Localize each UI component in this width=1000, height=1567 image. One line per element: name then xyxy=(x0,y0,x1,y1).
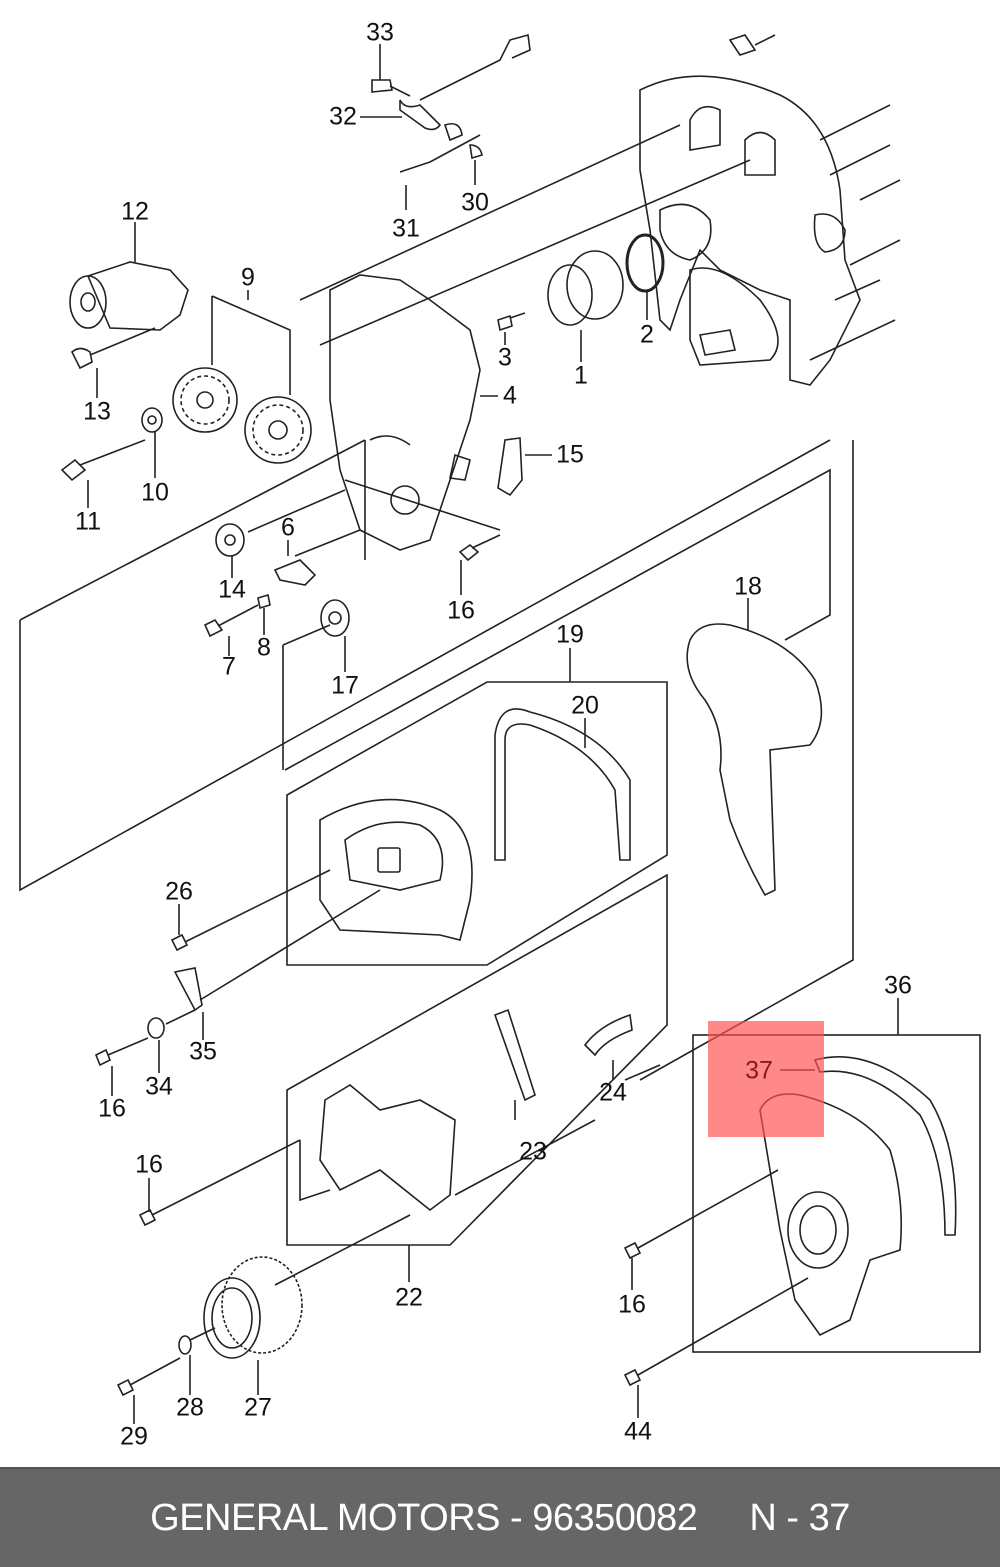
callout-29: 29 xyxy=(120,1422,148,1451)
water-pump-drawing xyxy=(497,233,665,362)
callout-33: 33 xyxy=(366,18,394,47)
callout-44: 44 xyxy=(624,1417,652,1446)
callout-23: 23 xyxy=(519,1137,547,1166)
footer-ref-prefix: N xyxy=(749,1496,777,1539)
callout-31: 31 xyxy=(392,214,420,243)
callout-8: 8 xyxy=(257,633,271,662)
idler-parts-drawing xyxy=(203,489,361,770)
timing-belt-drawing xyxy=(686,598,823,897)
callout-26: 26 xyxy=(165,877,193,906)
upper-cover-assembly-drawing xyxy=(286,648,668,966)
callout-34: 34 xyxy=(145,1072,173,1101)
callout-17: 17 xyxy=(331,671,359,700)
callout-16: 16 xyxy=(98,1094,126,1123)
sprockets-drawing xyxy=(60,290,312,508)
callout-24: 24 xyxy=(599,1078,627,1107)
callout-3: 3 xyxy=(498,343,512,372)
footer-ref-number: 37 xyxy=(808,1496,851,1539)
callout-6: 6 xyxy=(281,513,295,542)
assembly-frame-lines xyxy=(19,439,854,1081)
callout-18: 18 xyxy=(734,572,762,601)
cover-fasteners-drawing xyxy=(94,869,381,1096)
crank-sensor-drawing xyxy=(360,33,531,210)
callout-36: 36 xyxy=(884,971,912,1000)
callout-19: 19 xyxy=(556,620,584,649)
footer-bar: GENERAL MOTORS - 96350082 N - 37 xyxy=(0,1467,1000,1567)
footer-ref-separator: - xyxy=(786,1496,799,1539)
callout-4: 4 xyxy=(503,381,517,410)
callout-37: 37 xyxy=(745,1056,773,1085)
callout-2: 2 xyxy=(640,320,654,349)
callout-16: 16 xyxy=(447,596,475,625)
callout-35: 35 xyxy=(189,1037,217,1066)
lower-cover-assembly-drawing xyxy=(138,873,668,1282)
callout-16: 16 xyxy=(135,1150,163,1179)
callout-7: 7 xyxy=(222,652,236,681)
callout-16: 16 xyxy=(618,1290,646,1319)
highlighted-part-marker xyxy=(708,1021,824,1137)
callout-22: 22 xyxy=(395,1283,423,1312)
callout-28: 28 xyxy=(176,1393,204,1422)
guide-15-drawing xyxy=(497,437,552,497)
callout-14: 14 xyxy=(218,575,246,604)
footer-separator: - xyxy=(510,1496,523,1539)
callout-11: 11 xyxy=(75,507,101,536)
engine-block-drawing xyxy=(299,34,901,386)
callout-1: 1 xyxy=(574,361,588,390)
rear-cover-drawing xyxy=(329,274,501,595)
crankshaft-pulley-drawing xyxy=(116,1214,411,1424)
footer-brand: GENERAL MOTORS xyxy=(150,1496,500,1539)
callout-20: 20 xyxy=(571,691,599,720)
callout-15: 15 xyxy=(556,440,584,469)
footer-part-number: 96350082 xyxy=(532,1496,698,1539)
callout-9: 9 xyxy=(241,263,255,292)
callout-30: 30 xyxy=(461,188,489,217)
callout-10: 10 xyxy=(141,478,169,507)
callout-27: 27 xyxy=(244,1393,272,1422)
callout-32: 32 xyxy=(329,102,357,131)
callout-12: 12 xyxy=(121,197,149,226)
diagram-drawing xyxy=(19,33,981,1424)
callout-13: 13 xyxy=(83,397,111,426)
tensioner-drawing xyxy=(69,222,189,398)
